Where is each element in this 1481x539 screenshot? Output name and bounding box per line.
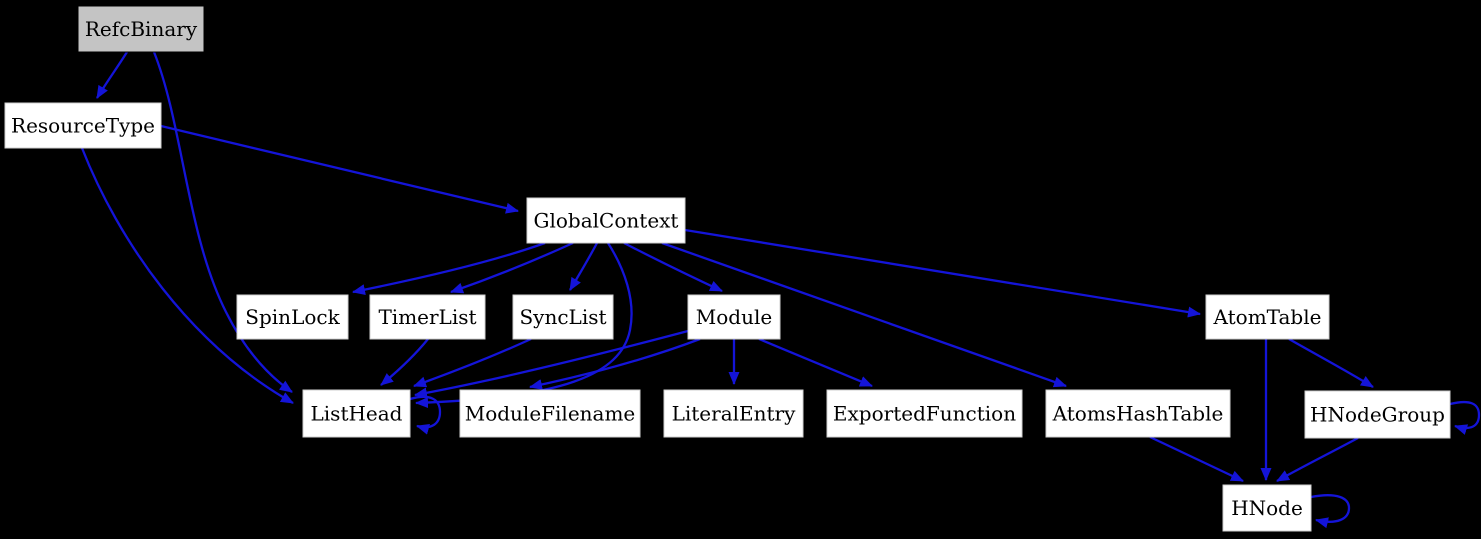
- edge-RefcBinary-ResourceType: [96, 51, 128, 99]
- edge-Module-ModuleFilename: [529, 337, 701, 390]
- node-SpinLock: SpinLock: [236, 294, 349, 340]
- node-TimerList: TimerList: [369, 294, 486, 340]
- node-GlobalContext: GlobalContext: [526, 197, 686, 244]
- node-ListHead-box: [302, 389, 411, 438]
- node-AtomTable-label: AtomTable: [1213, 305, 1322, 329]
- edge-HNodeGroup-HNodeGroup: [1449, 400, 1481, 435]
- node-RefcBinary-label: RefcBinary: [85, 17, 198, 41]
- node-HNodeGroup-box: [1304, 390, 1451, 439]
- edge-Module-ListHead: [414, 329, 689, 399]
- edge-HNode-HNode: [1310, 494, 1351, 529]
- node-HNodeGroup: HNodeGroup: [1304, 390, 1451, 439]
- node-LiteralEntry: LiteralEntry: [663, 389, 804, 438]
- node-HNodeGroup-label: HNodeGroup: [1310, 403, 1445, 427]
- edges-layer: [80, 51, 1481, 529]
- edge-HNodeGroup-HNode: [1276, 436, 1359, 483]
- node-HNode: HNode: [1222, 484, 1312, 532]
- node-ExportedFunction: ExportedFunction: [826, 389, 1023, 438]
- edge-GlobalContext-TimerList: [450, 241, 574, 294]
- node-AtomsHashTable: AtomsHashTable: [1045, 389, 1231, 438]
- edge-RefcBinary-ListHead: [152, 51, 293, 393]
- node-AtomTable: AtomTable: [1205, 294, 1330, 340]
- node-GlobalContext-label: GlobalContext: [534, 209, 679, 233]
- edge-TimerList-ListHead: [380, 338, 429, 386]
- node-AtomsHashTable-box: [1045, 389, 1231, 438]
- node-Module-box: [687, 294, 781, 340]
- node-ResourceType: ResourceType: [4, 102, 162, 149]
- node-SpinLock-label: SpinLock: [245, 305, 340, 329]
- edge-GlobalContext-SyncList: [569, 242, 599, 291]
- node-SyncList-label: SyncList: [519, 305, 606, 329]
- node-HNode-label: HNode: [1231, 496, 1303, 520]
- node-Module: Module: [687, 294, 781, 340]
- node-RefcBinary: RefcBinary: [77, 5, 205, 53]
- node-HNode-box: [1222, 484, 1312, 532]
- node-ExportedFunction-box: [826, 389, 1023, 438]
- edge-AtomTable-HNodeGroup: [1288, 338, 1374, 388]
- edge-GlobalContext-SpinLock: [352, 241, 546, 296]
- node-LiteralEntry-label: LiteralEntry: [672, 402, 797, 426]
- node-TimerList-label: TimerList: [378, 305, 476, 329]
- edge-Module-ExportedFunction: [758, 337, 873, 388]
- node-ResourceType-label: ResourceType: [11, 114, 155, 138]
- edge-ResourceType-ListHead: [80, 147, 294, 405]
- node-LiteralEntry-box: [663, 389, 804, 438]
- nodes-layer: RefcBinaryResourceTypeGlobalContextSpinL…: [4, 5, 1451, 532]
- node-SpinLock-box: [236, 294, 349, 340]
- node-ModuleFilename-label: ModuleFilename: [465, 402, 636, 426]
- node-AtomTable-box: [1205, 294, 1330, 340]
- node-ModuleFilename-box: [459, 389, 641, 438]
- node-ModuleFilename: ModuleFilename: [459, 389, 641, 438]
- node-GlobalContext-box: [526, 197, 686, 244]
- edge-AtomsHashTable-HNode: [1149, 435, 1244, 483]
- edge-SyncList-ListHead: [413, 337, 532, 388]
- node-Module-label: Module: [696, 305, 772, 329]
- node-ListHead-label: ListHead: [311, 402, 403, 426]
- node-RefcBinary-box: [77, 5, 205, 53]
- node-ListHead: ListHead: [302, 389, 411, 438]
- node-ExportedFunction-label: ExportedFunction: [833, 402, 1016, 426]
- node-TimerList-box: [369, 294, 486, 340]
- edge-GlobalContext-AtomTable: [684, 228, 1201, 318]
- edge-GlobalContext-Module: [623, 241, 723, 293]
- node-AtomsHashTable-label: AtomsHashTable: [1052, 402, 1224, 426]
- edge-GlobalContext-AtomsHashTable: [661, 241, 1067, 388]
- node-ResourceType-box: [4, 102, 162, 149]
- edge-ListHead-ListHead: [409, 395, 442, 435]
- edge-ResourceType-GlobalContext: [160, 124, 519, 214]
- node-SyncList: SyncList: [512, 294, 614, 340]
- node-SyncList-box: [512, 294, 614, 340]
